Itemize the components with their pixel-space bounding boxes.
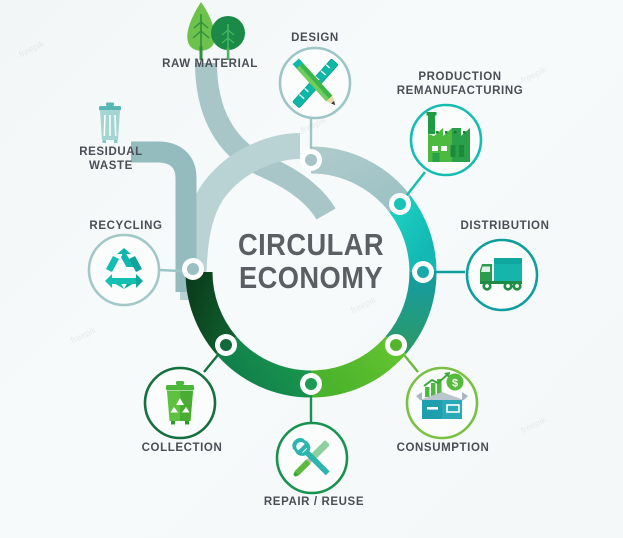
connector-node-distribution[interactable] bbox=[412, 261, 465, 283]
icon-circle-design[interactable] bbox=[278, 46, 352, 120]
svg-text:$: $ bbox=[452, 378, 458, 390]
label-distribution: DISTRIBUTION bbox=[460, 220, 550, 232]
arc-design-to-production bbox=[310, 146, 411, 213]
connector-node-production[interactable] bbox=[389, 171, 426, 215]
wrench-screwdriver-icon bbox=[292, 438, 330, 477]
trees-icon bbox=[187, 2, 245, 60]
connector-node-consumption[interactable] bbox=[385, 334, 419, 373]
label-production-remanufacturing: PRODUCTION REMANUFACTURING bbox=[396, 71, 524, 98]
center-title-line-1: CIRCULAR bbox=[238, 227, 384, 262]
label-consumption: CONSUMPTION bbox=[396, 442, 490, 454]
label-collection: COLLECTION bbox=[141, 442, 223, 454]
arc-collection-to-recycling bbox=[185, 271, 237, 354]
label-residual-waste: RESIDUAL WASTE bbox=[79, 146, 143, 173]
label-repair-reuse: REPAIR / REUSE bbox=[263, 496, 365, 508]
recycle-arrows-icon bbox=[105, 248, 143, 289]
pencil-ruler-icon bbox=[292, 58, 338, 108]
connector-node-collection[interactable] bbox=[203, 334, 237, 373]
trash-bin-icon bbox=[99, 102, 121, 143]
arc-consumption-to-repair bbox=[310, 335, 407, 398]
connector-node-design[interactable] bbox=[300, 112, 322, 171]
arc-residual-waste-outflow bbox=[131, 141, 197, 292]
connector-node-repair[interactable] bbox=[300, 373, 322, 422]
icon-circle-production[interactable] bbox=[409, 103, 483, 177]
icon-circle-recycling[interactable] bbox=[87, 233, 161, 307]
icon-circle-repair-reuse[interactable] bbox=[275, 421, 349, 495]
label-design: DESIGN bbox=[291, 32, 339, 44]
diagram-center-title: CIRCULAR ECONOMY bbox=[223, 228, 399, 295]
center-title-line-2: ECONOMY bbox=[238, 260, 384, 296]
truck-icon bbox=[480, 258, 522, 291]
label-raw-material: RAW MATERIAL bbox=[162, 58, 258, 70]
recycle-bin-icon bbox=[166, 381, 194, 425]
arc-repair-to-collection bbox=[215, 335, 312, 398]
arc-distribution-to-consumption bbox=[385, 271, 437, 354]
box-growth-icon: $ bbox=[416, 372, 468, 419]
label-recycling: RECYCLING bbox=[89, 220, 163, 232]
connector-node-recycling[interactable] bbox=[159, 258, 204, 280]
icon-circle-consumption[interactable]: $ bbox=[405, 366, 479, 440]
icon-circle-collection[interactable] bbox=[143, 366, 217, 440]
factory-icon bbox=[426, 112, 470, 162]
icon-circle-distribution[interactable] bbox=[465, 238, 539, 312]
